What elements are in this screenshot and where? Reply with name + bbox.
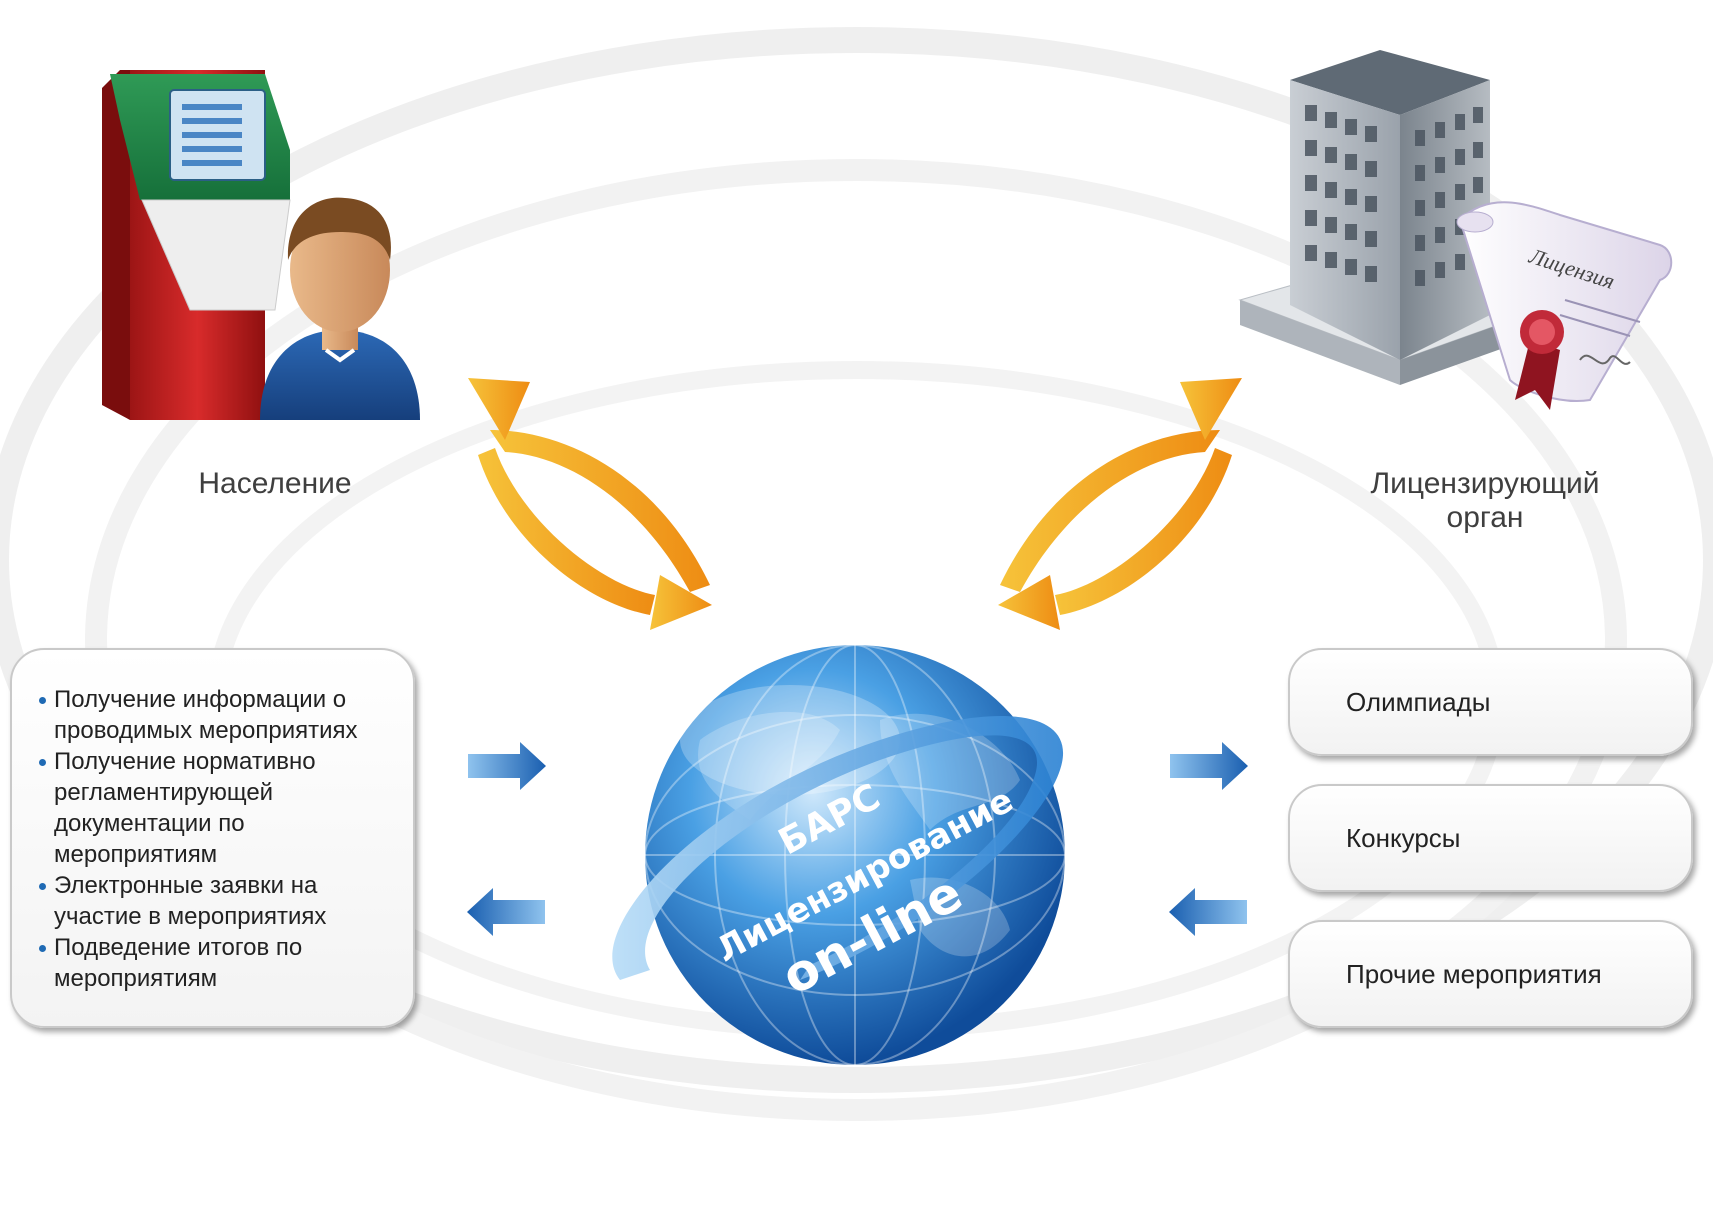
- category-box-olympiads[interactable]: Олимпиады: [1288, 648, 1693, 756]
- category-box-contests[interactable]: Конкурсы: [1288, 784, 1693, 892]
- license-scroll-icon: Лицензия: [1456, 201, 1673, 410]
- kiosk-and-person-icon: [102, 70, 420, 420]
- services-panel: Получение информации о проводимых меропр…: [10, 648, 415, 1028]
- licensing-body-label: Лицензирующий орган: [1370, 467, 1600, 534]
- category-label: Олимпиады: [1346, 686, 1491, 717]
- category-box-other-events[interactable]: Прочие мероприятия: [1288, 920, 1693, 1028]
- services-list: Получение информации о проводимых меропр…: [12, 650, 413, 994]
- list-item: Электронные заявки на участие в мероприя…: [39, 870, 393, 932]
- category-label: Конкурсы: [1346, 822, 1461, 853]
- list-item: Получение нормативно регламентирующей до…: [39, 746, 393, 870]
- list-item: Подведение итогов по мероприятиям: [39, 932, 393, 994]
- office-building-with-license-icon: Лицензия: [1238, 50, 1673, 410]
- globe-icon: БАРС Лицензирование on-line: [612, 644, 1066, 1066]
- category-label: Прочие мероприятия: [1346, 958, 1602, 989]
- list-item: Получение информации о проводимых меропр…: [39, 684, 393, 746]
- population-label: Население: [198, 467, 352, 500]
